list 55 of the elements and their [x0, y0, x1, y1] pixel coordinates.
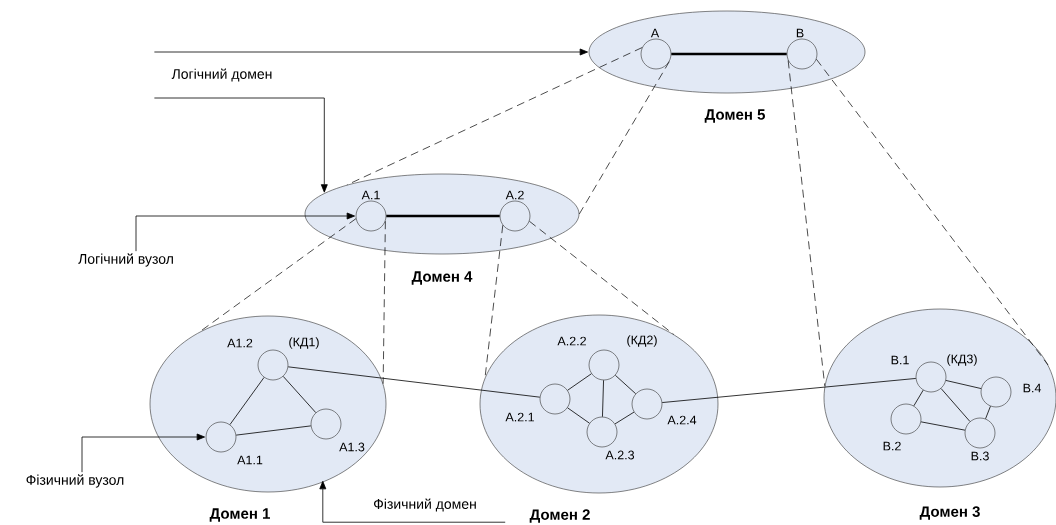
domain-label: Домен 5: [704, 109, 765, 123]
projection-line: [346, 47, 643, 186]
domain-label: Домен 2: [529, 509, 590, 523]
domain-label: Домен 4: [411, 271, 473, 285]
node-label: A.2.3: [605, 450, 635, 460]
link-line: [661, 378, 917, 403]
arrow: [319, 480, 506, 523]
link-line: [614, 411, 635, 425]
link-line: [940, 388, 971, 422]
arrow: [81, 433, 205, 473]
link-line: [671, 52, 787, 56]
node-label: A1.2: [227, 338, 253, 348]
link-line: [567, 373, 592, 391]
node-label: A1.3: [339, 442, 365, 452]
node-label: A.2.1: [505, 412, 534, 422]
link-line: [945, 380, 982, 389]
link-line: [229, 377, 265, 425]
arrow: [154, 48, 588, 56]
node-label: A1.1: [237, 455, 263, 465]
link-line: [386, 214, 500, 218]
link-line: [235, 425, 312, 436]
node-label: A.2.4: [667, 415, 697, 425]
node-label: (КД3): [947, 354, 977, 366]
projection-line: [578, 61, 670, 215]
projection-line: [382, 220, 386, 385]
callout-text: Фізичний домен: [374, 498, 476, 512]
domain-label: Домен 3: [919, 506, 980, 520]
node-label: B.1: [891, 355, 909, 365]
callout-text: Логічний домен: [171, 68, 272, 82]
callout-text: Фізичний вузол: [26, 474, 124, 488]
link-line: [985, 405, 991, 420]
arrow: [135, 212, 355, 252]
link-line: [920, 421, 966, 431]
node-label: B.4: [1023, 383, 1042, 393]
domain-label: Домен 1: [209, 508, 270, 522]
callout-text: Логічний вузол: [78, 253, 173, 267]
node-label: B: [796, 28, 804, 38]
link-line: [287, 366, 541, 398]
link-line: [567, 407, 590, 424]
link-line: [282, 376, 317, 413]
arrow: [154, 97, 328, 193]
node-label: A.1: [361, 190, 380, 200]
projection-line: [787, 60, 826, 387]
node-label: B.2: [883, 441, 901, 451]
node-label: A: [650, 28, 660, 38]
node-label: B.3: [971, 451, 989, 461]
projection-line: [529, 220, 675, 335]
link-line: [614, 374, 637, 395]
node-label: A.2: [505, 190, 524, 200]
projection-line: [816, 58, 1049, 366]
link-line: [913, 389, 924, 407]
node-label: A.2.2: [557, 336, 586, 346]
node-label: (КД2): [627, 335, 657, 347]
link-line: [602, 379, 604, 418]
node-label: (КД1): [289, 337, 319, 349]
